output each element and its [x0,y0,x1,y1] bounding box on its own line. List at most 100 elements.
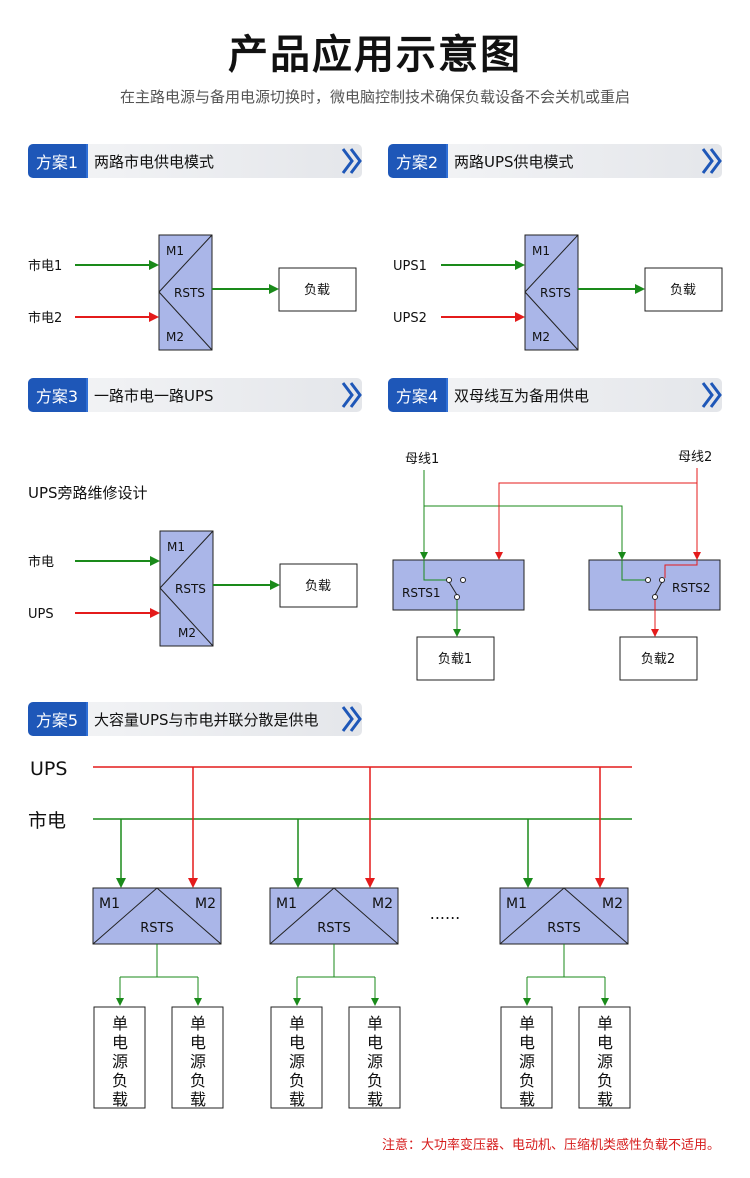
switch-contact [645,577,651,583]
switch-contact [446,577,452,583]
load-char: 负 [519,1071,535,1090]
scheme-5-badge: 方案5 [28,702,86,736]
double-chevron-icon [340,378,364,412]
bus1-label: 母线1 [405,452,439,467]
rsts-box [524,234,579,351]
double-chevron-icon [340,144,364,178]
load-char: 电 [190,1033,206,1052]
m2-label: M2 [532,330,550,344]
load-char: 载 [289,1090,305,1109]
load-char: 单 [367,1014,383,1033]
load-char: 源 [367,1052,383,1071]
load-label: 负载 [670,283,696,298]
rsts-diagonal [269,887,399,945]
scheme-1-input2: 市电2 [28,310,62,326]
ellipsis: ...... [430,904,461,923]
load-char: 单 [597,1014,613,1033]
scheme-5-diagram: UPS 市电 ...... [28,758,632,923]
rsts-label: RSTS [540,286,571,300]
rsts-diagonal [524,234,579,293]
load-char: 源 [112,1052,128,1071]
bus1-green-line [423,470,626,560]
scheme-1-label: 两路市电供电模式 [94,152,215,171]
switch-contact [454,594,460,600]
load-char: 负 [112,1071,128,1090]
single-power-load-box [270,1006,323,1109]
m2-label: M2 [372,896,393,912]
m1-label: M1 [166,244,184,258]
scheme-3-input2: UPS [28,607,54,622]
load-char: 源 [597,1052,613,1071]
load-char: 电 [112,1033,128,1052]
rsts-label: RSTS [547,921,580,936]
single-power-load-box [171,1006,224,1109]
scheme-2-banner: 方案2 两路UPS供电模式 [388,144,722,178]
rsts-label: RSTS [175,582,206,596]
rsts2-label: RSTS2 [672,581,711,595]
load-box [279,563,358,608]
load-char: 载 [597,1090,613,1109]
scheme-1-banner: 方案1 两路市电供电模式 [28,144,362,178]
page-subtitle: 在主路电源与备用电源切换时，微电脑控制技术确保负载设备不会关机或重启 [119,88,630,106]
rsts-diagonal [159,587,214,647]
scheme-2-input1: UPS1 [393,259,427,274]
double-chevron-icon [700,144,724,178]
m1-label: M1 [167,540,185,554]
load2-label: 负载2 [641,652,675,667]
switch-contact [460,577,466,583]
load-char: 载 [367,1090,383,1109]
scheme-2-diagram: UPS1 UPS2 M1 M2 RSTS 负载 [393,234,723,351]
switch-wire [621,560,645,581]
scheme-2-input2: UPS2 [393,311,427,326]
switch-wire [423,560,446,581]
switch-blade [448,581,458,596]
m1-label: M1 [99,896,120,912]
switch-blade [654,581,663,596]
load-char: 源 [289,1052,305,1071]
scheme-4-diagram: 母线1 母线2 RSTS1 负载1 RSTS2 负载2 [392,450,721,681]
single-power-load-box [93,1006,146,1109]
m2-label: M2 [602,896,623,912]
bus2-label: 母线2 [678,450,712,465]
load-char: 载 [519,1090,535,1109]
load-char: 电 [519,1033,535,1052]
load1-box [416,636,495,681]
load-char: 单 [289,1014,305,1033]
load-char: 源 [519,1052,535,1071]
footer-note: 注意：大功率变压器、电动机、压缩机类感性负载不适用。 [381,1138,720,1153]
switch-contact [652,594,658,600]
scheme-4-banner: 方案4 双母线互为备用供电 [388,378,722,412]
scheme-3-caption: UPS旁路维修设计 [28,484,148,502]
load-char: 单 [190,1014,206,1033]
load-label: 负载 [304,283,330,298]
rsts-label: RSTS [174,286,205,300]
load-box [278,267,357,312]
load1-label: 负载1 [438,652,472,667]
rsts-label: RSTS [317,921,350,936]
load-char: 源 [190,1052,206,1071]
double-chevron-icon [340,702,364,736]
m1-label: M1 [532,244,550,258]
m1-label: M1 [276,896,297,912]
rsts-diagonal [524,291,579,351]
page-title: 产品应用示意图 [228,32,522,78]
scheme-3-diagram: UPS旁路维修设计 市电 UPS M1 M2 RSTS 负载 [28,484,358,647]
scheme-3-label: 一路市电一路UPS [94,386,214,405]
scheme-1-input1: 市电1 [28,258,62,274]
load-char: 载 [190,1090,206,1109]
load-char: 负 [190,1071,206,1090]
scheme-3-banner: 方案3 一路市电一路UPS [28,378,362,412]
rsts-label: RSTS [140,921,173,936]
load-char: 单 [519,1014,535,1033]
m1-label: M1 [506,896,527,912]
load-char: 负 [597,1071,613,1090]
scheme-3-input1: 市电 [28,554,54,570]
rsts-diagonal [159,530,214,589]
scheme-5-banner: 方案5 大容量UPS与市电并联分散是供电 [28,702,362,736]
single-power-load-box [348,1006,401,1109]
scheme-1-diagram: 市电1 市电2 M1 M2 RSTS 负载 [28,234,357,351]
scheme-3-badge: 方案3 [28,378,86,412]
single-power-load-box [578,1006,631,1109]
load-char: 电 [597,1033,613,1052]
